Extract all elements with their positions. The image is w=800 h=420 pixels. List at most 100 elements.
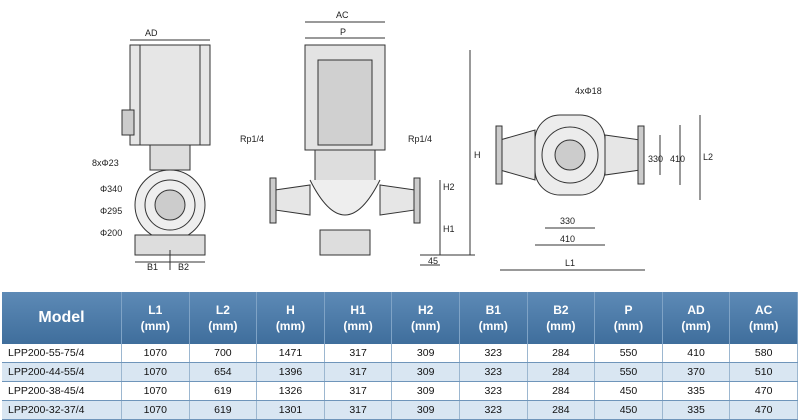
value-cell: 317 <box>324 362 393 382</box>
label-ad: AD <box>145 28 158 38</box>
label-top-holes: 4xΦ18 <box>575 86 602 96</box>
label-base-45: 45 <box>428 256 438 266</box>
column-header: Model <box>2 292 122 344</box>
column-name: P <box>624 303 633 317</box>
column-name: H2 <box>418 303 434 317</box>
label-b1: B1 <box>147 262 158 272</box>
value-cell: 470 <box>729 381 798 401</box>
column-name: B1 <box>485 303 501 317</box>
label-330-horizontal: 330 <box>560 216 575 226</box>
model-cell: LPP200-38-45/4 <box>2 381 122 401</box>
value-cell: 619 <box>189 381 258 401</box>
column-name: B2 <box>553 303 569 317</box>
column-header: P (mm) <box>594 292 663 344</box>
value-cell: 309 <box>391 362 460 382</box>
value-cell: 550 <box>594 344 663 363</box>
value-cell: 1301 <box>256 400 325 420</box>
column-unit: (mm) <box>208 319 238 333</box>
side-view <box>269 21 475 266</box>
value-cell: 284 <box>527 362 596 382</box>
label-l1: L1 <box>565 258 575 268</box>
label-b2: B2 <box>178 262 189 272</box>
label-flange-holes: 8xΦ23 <box>92 158 119 168</box>
value-cell: 450 <box>594 381 663 401</box>
value-cell: 335 <box>662 381 731 401</box>
value-cell: 284 <box>527 344 596 363</box>
value-cell: 1396 <box>256 362 325 382</box>
column-name: Model <box>38 309 85 326</box>
column-unit: (mm) <box>411 319 441 333</box>
column-name: AD <box>687 303 705 317</box>
column-unit: (mm) <box>343 319 373 333</box>
column-unit: (mm) <box>613 319 644 333</box>
label-d295: Φ295 <box>100 206 122 216</box>
value-cell: 510 <box>729 362 798 382</box>
model-cell: LPP200-32-37/4 <box>2 400 122 420</box>
label-h1: H1 <box>443 224 455 234</box>
column-unit: (mm) <box>478 319 508 333</box>
label-rp-left: Rp1/4 <box>240 134 264 144</box>
pump-dimension-drawing: AD 8xΦ23 Φ340 Φ295 Φ200 B1 B2 AC P Rp1/4… <box>92 10 713 272</box>
value-cell: 550 <box>594 362 663 382</box>
label-d340: Φ340 <box>100 184 122 194</box>
column-header: H(mm) <box>256 292 325 344</box>
model-cell: LPP200-55-75/4 <box>2 344 122 363</box>
value-cell: 580 <box>729 344 798 363</box>
value-cell: 309 <box>391 381 460 401</box>
label-d200: Φ200 <box>100 228 122 238</box>
column-unit: (mm) <box>681 319 711 333</box>
value-cell: 317 <box>324 344 393 363</box>
value-cell: 323 <box>459 362 528 382</box>
label-410-vertical: 410 <box>670 154 685 164</box>
value-cell: 317 <box>324 381 393 401</box>
value-cell: 317 <box>324 400 393 420</box>
value-cell: 284 <box>527 381 596 401</box>
value-cell: 1070 <box>121 381 190 401</box>
column-header: B1 (mm) <box>459 292 528 344</box>
value-cell: 1326 <box>256 381 325 401</box>
column-name: H <box>286 303 295 317</box>
value-cell: 370 <box>662 362 731 382</box>
label-ac: AC <box>336 10 349 20</box>
value-cell: 323 <box>459 344 528 363</box>
value-cell: 284 <box>527 400 596 420</box>
label-h: H <box>474 150 481 160</box>
top-view <box>495 114 701 271</box>
value-cell: 1070 <box>121 362 190 382</box>
value-cell: 323 <box>459 381 528 401</box>
value-cell: 1471 <box>256 344 325 363</box>
value-cell: 410 <box>662 344 731 363</box>
column-header: H2 (mm) <box>391 292 460 344</box>
column-header: H1 (mm) <box>324 292 393 344</box>
column-header: L1(mm) <box>121 292 190 344</box>
label-l2: L2 <box>703 152 713 162</box>
value-cell: 700 <box>189 344 258 363</box>
column-unit: (mm) <box>749 319 779 333</box>
column-header: AD (mm) <box>662 292 731 344</box>
value-cell: 309 <box>391 400 460 420</box>
column-header: B2 (mm) <box>527 292 596 344</box>
label-p: P <box>340 27 346 37</box>
value-cell: 323 <box>459 400 528 420</box>
value-cell: 470 <box>729 400 798 420</box>
value-cell: 335 <box>662 400 731 420</box>
column-header: L2 (mm) <box>189 292 258 344</box>
value-cell: 309 <box>391 344 460 363</box>
model-cell: LPP200-44-55/4 <box>2 362 122 382</box>
label-h2: H2 <box>443 182 455 192</box>
value-cell: 619 <box>189 400 258 420</box>
label-410-horizontal: 410 <box>560 234 575 244</box>
column-name: H1 <box>350 303 366 317</box>
column-unit: (mm) <box>140 319 170 333</box>
label-330-vertical: 330 <box>648 154 663 164</box>
column-unit: (mm) <box>546 319 576 333</box>
column-name: L2 <box>215 303 230 317</box>
value-cell: 1070 <box>121 344 190 363</box>
